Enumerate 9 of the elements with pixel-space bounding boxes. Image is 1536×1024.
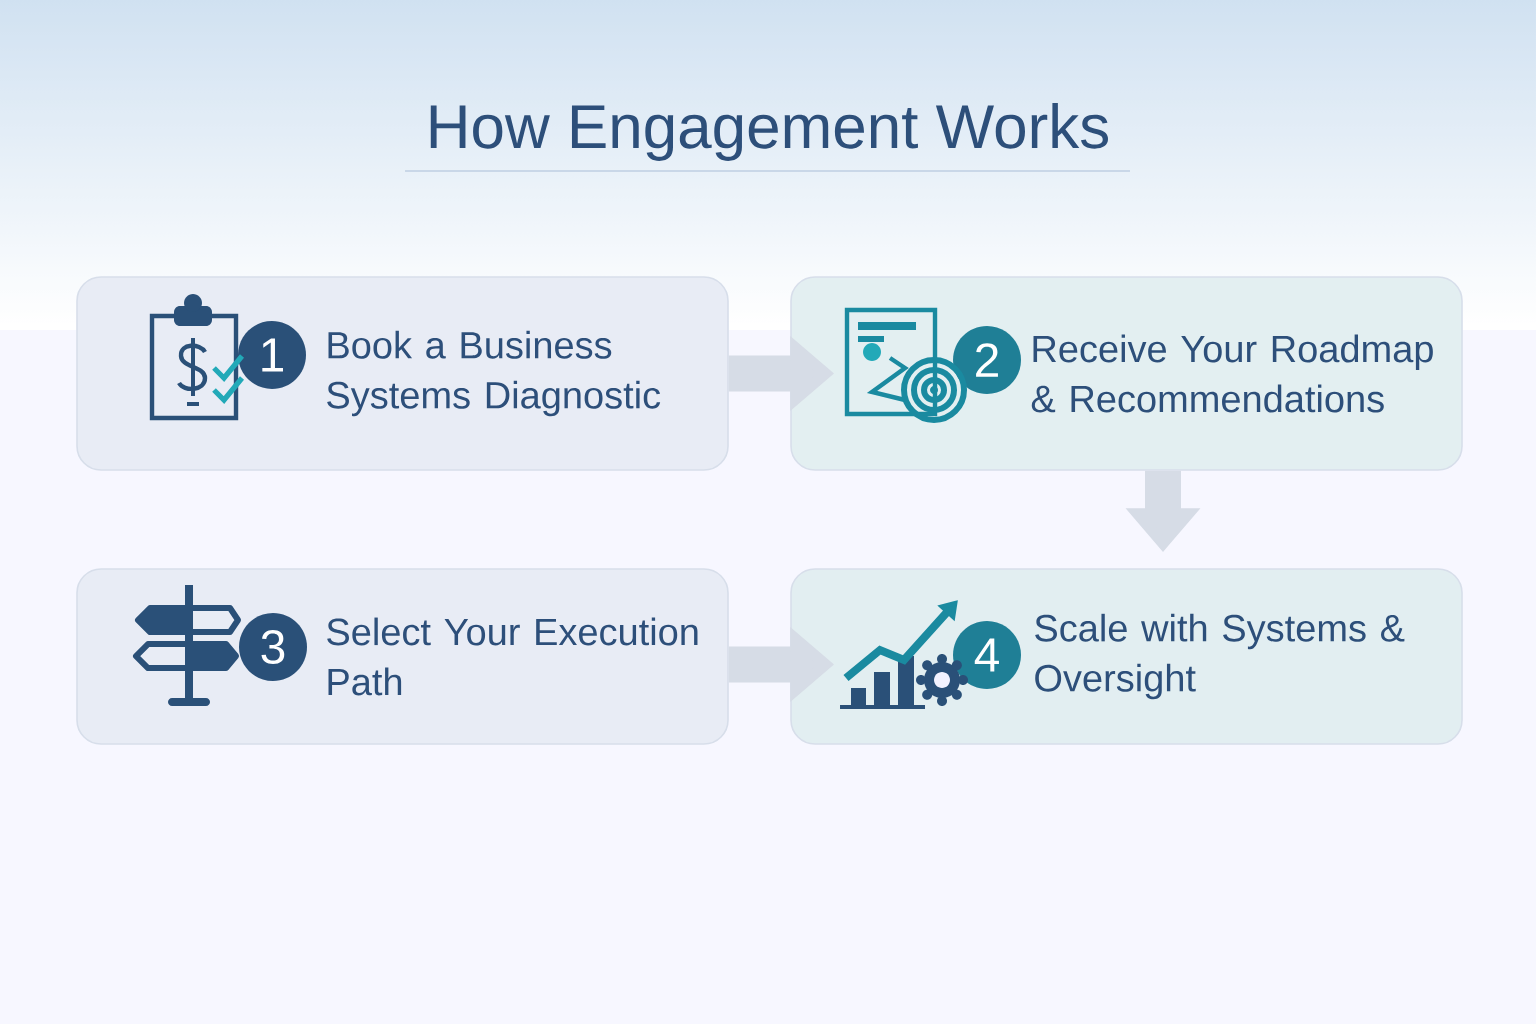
step-label: Scale with Systems & Oversight (1035, 613, 1405, 700)
step-number: 2 (953, 326, 1021, 394)
step-number: 3 (239, 613, 307, 681)
step-label: Receive Your Roadmap & Recommendations (1031, 334, 1433, 413)
step-label: Select Your Execution Path (327, 617, 698, 696)
step-label: Book a Business Systems Diagnostic (327, 330, 661, 417)
step-number: 1 (238, 321, 306, 389)
title: How Engagement Works (430, 103, 1108, 161)
step-number: 4 (953, 621, 1021, 689)
